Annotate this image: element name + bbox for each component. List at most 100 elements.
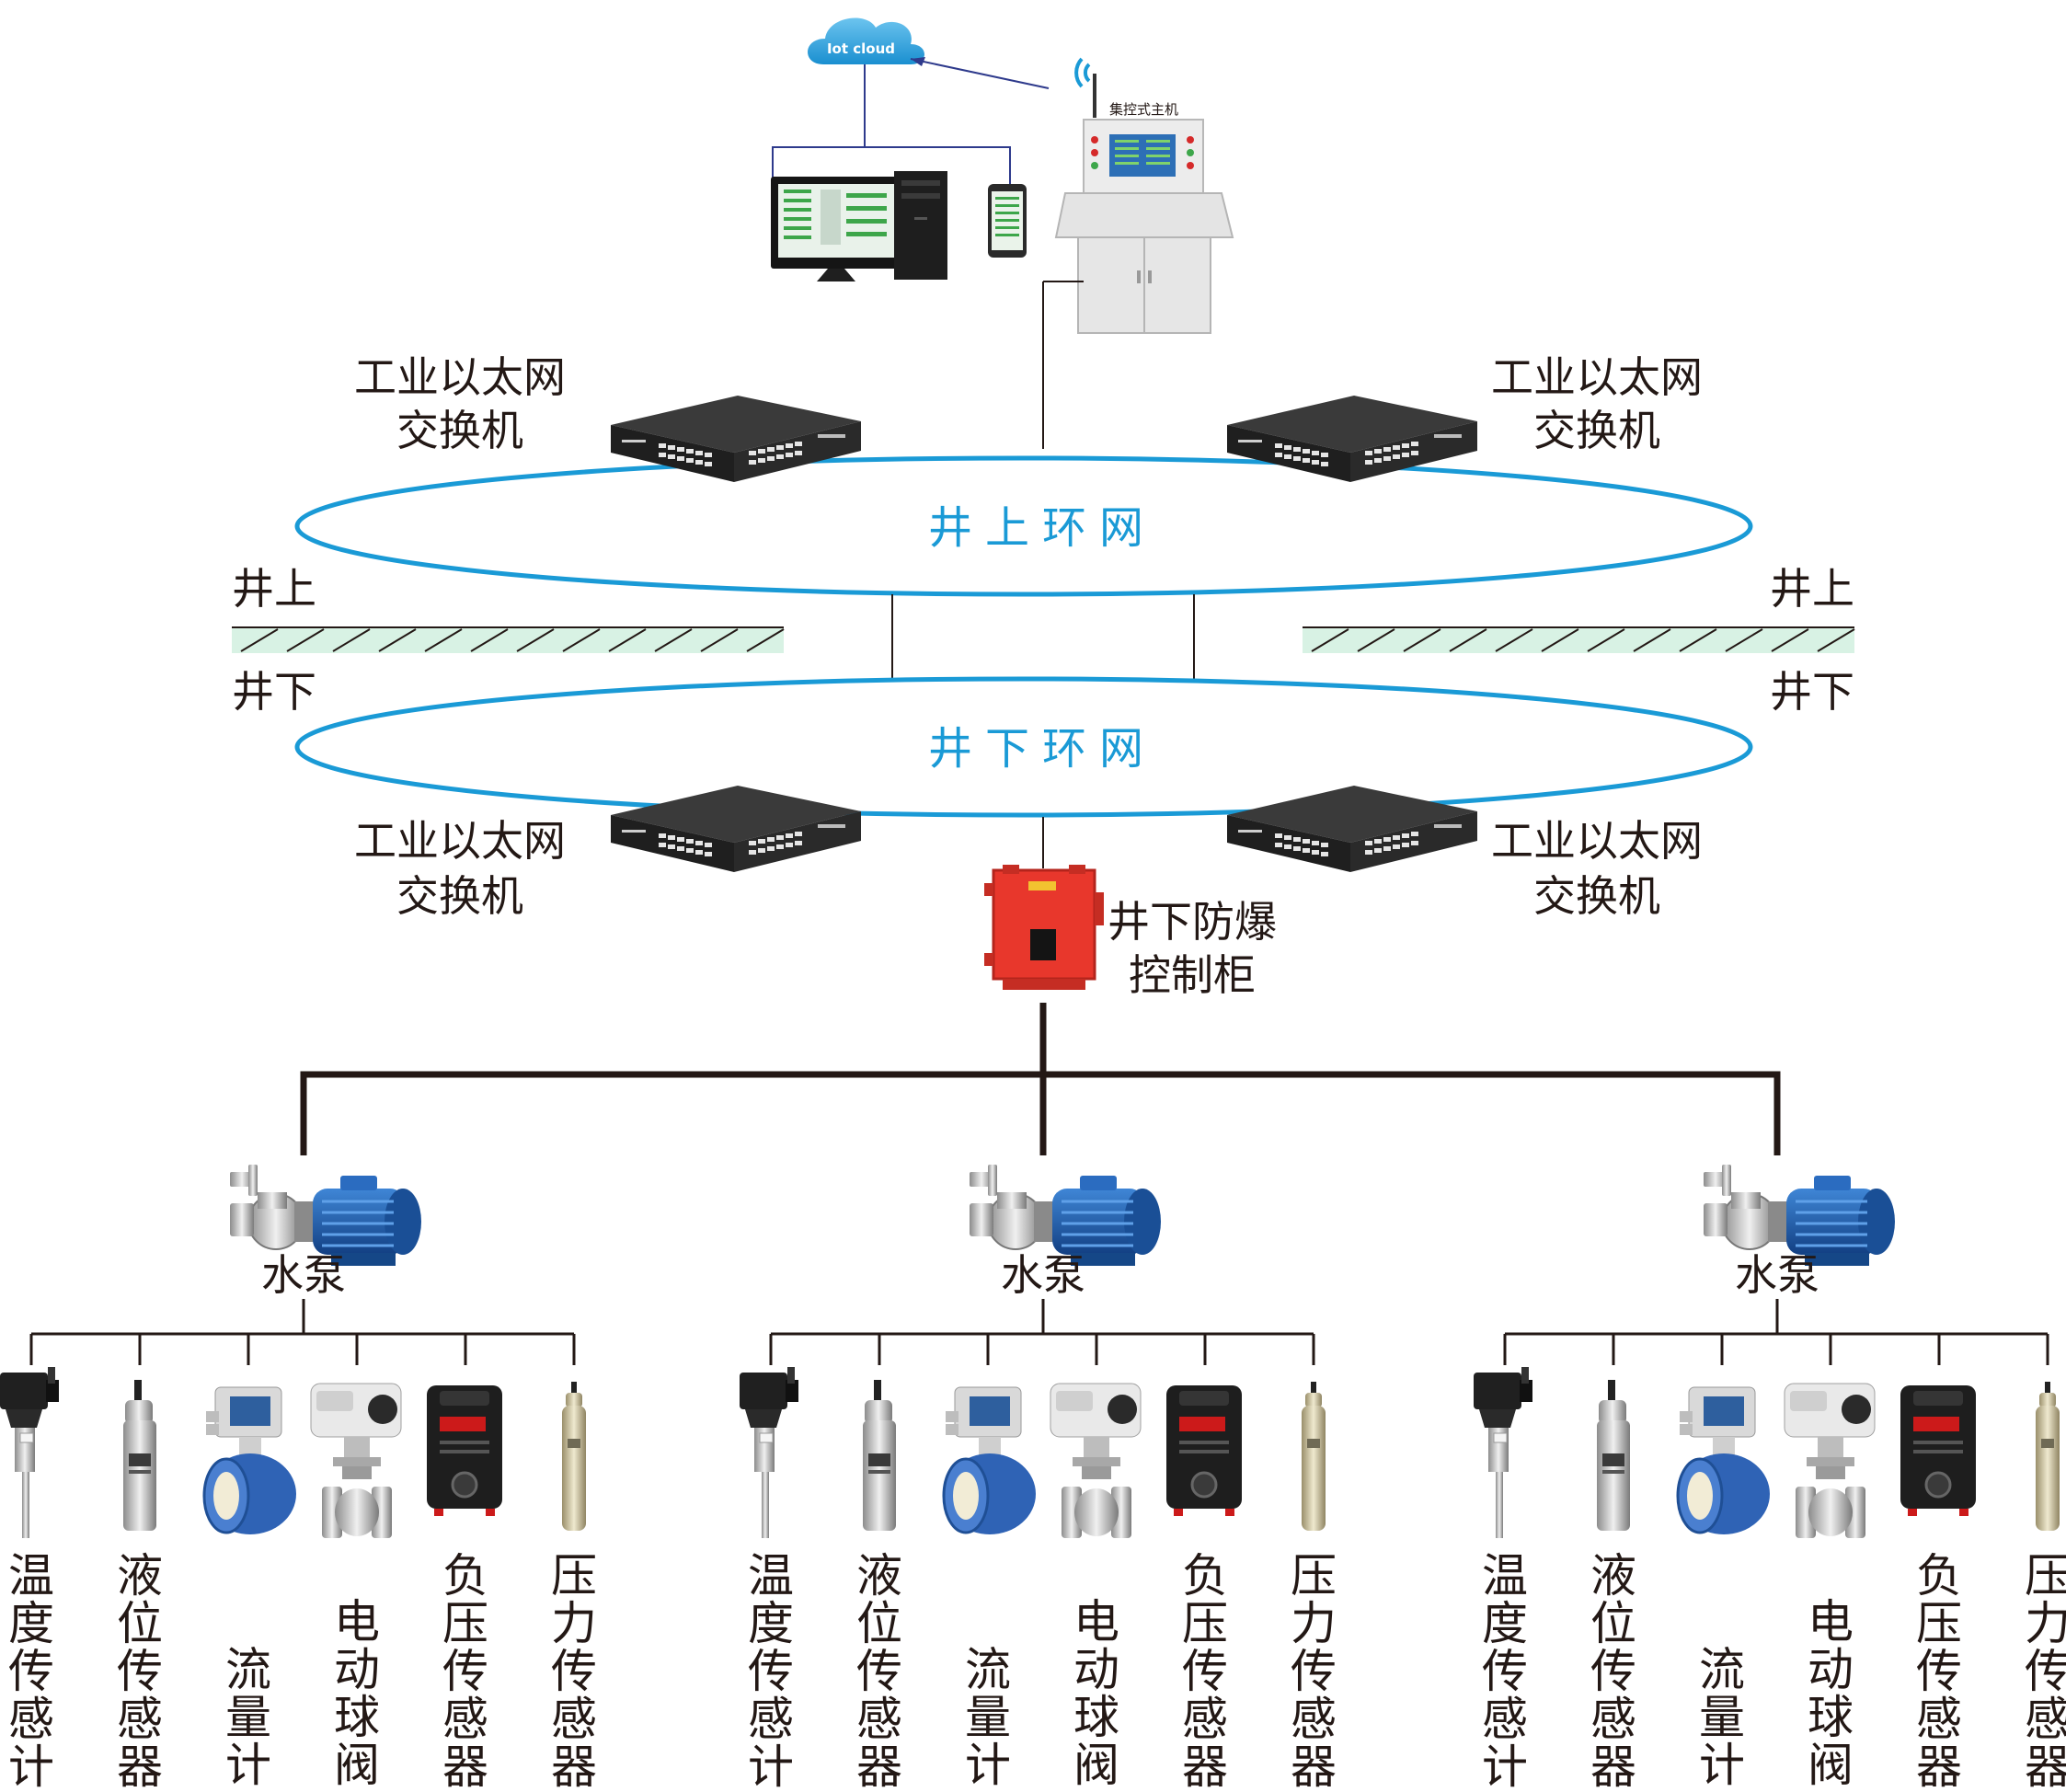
iot-cloud: Iot cloud [807, 17, 924, 64]
sensor-5: 负压传感器 [1899, 1384, 1978, 1792]
sensor-3: 流量计 [202, 1385, 298, 1792]
pump-bus [300, 1003, 1781, 1155]
negative-pressure-sensor-icon [1165, 1384, 1244, 1518]
temperature-sensor-icon [0, 1366, 60, 1539]
flowmeter-icon [1676, 1385, 1772, 1536]
level-sensor-icon [1597, 1380, 1630, 1531]
sensor-label: 流量计 [965, 1643, 1011, 1792]
upper-ring-network [294, 455, 1753, 597]
cloud-links [772, 57, 1050, 184]
sensor-label: 电动球阀 [1073, 1595, 1119, 1792]
sensor-label: 负压传感器 [1182, 1549, 1228, 1792]
switch-upper-right: 工业以太网 交换机 [1227, 352, 1703, 482]
sensor-6: 压力传感器 [2025, 1382, 2066, 1792]
flowmeter-icon [202, 1385, 298, 1536]
sensor-label: 压力传感器 [1291, 1549, 1337, 1792]
wifi-icon [1074, 57, 1096, 118]
switch-upper-right-line1: 工业以太网 [1491, 352, 1703, 402]
cloud-label: Iot cloud [827, 40, 895, 57]
surface-label-left: 井上 [232, 564, 316, 614]
cabinet-label-line2: 控制柜 [1129, 950, 1256, 1000]
sensor-6: 压力传感器 [1291, 1382, 1337, 1792]
temperature-sensor-icon [1473, 1366, 1533, 1539]
pressure-sensor-icon [2036, 1382, 2060, 1531]
pump-label: 水泵 [1735, 1250, 1819, 1300]
monitor-icon [771, 177, 901, 281]
pump-label: 水泵 [261, 1250, 346, 1300]
monitoring-workstation [771, 171, 1027, 281]
pressure-sensor-icon [562, 1382, 586, 1531]
sensor-3: 流量计 [1676, 1385, 1772, 1792]
switch-lower-right: 工业以太网 交换机 [1227, 786, 1703, 921]
lower-ring-label: 井下环网 [928, 723, 1156, 775]
switch-upper-left-line1: 工业以太网 [354, 352, 566, 402]
lower-ring-network [294, 676, 1753, 818]
flowmeter-icon [942, 1385, 1038, 1536]
temperature-sensor-icon [739, 1366, 799, 1539]
switch-upper-right-line2: 交换机 [1533, 406, 1660, 455]
cloud-icon [807, 17, 924, 64]
computer-tower-icon [894, 171, 947, 280]
sensor-label: 温度传感计 [1482, 1549, 1528, 1792]
cabinet-icon [984, 865, 1104, 990]
sensor-label: 压力传感器 [551, 1549, 597, 1792]
switch-lower-left: 工业以太网 交换机 [354, 786, 861, 921]
sensor-1: 温度传感计 [1473, 1366, 1533, 1792]
sensor-label: 压力传感器 [2025, 1549, 2066, 1792]
sensor-label: 负压传感器 [442, 1549, 488, 1792]
pump-label: 水泵 [1001, 1250, 1085, 1300]
control-console-icon [1054, 119, 1234, 334]
host-label: 集控式主机 [1109, 101, 1178, 118]
switch-upper-left: 工业以太网 交换机 [354, 352, 861, 482]
sensor-label: 流量计 [1699, 1643, 1745, 1792]
sensor-4: 电动球阀 [1784, 1383, 1876, 1792]
sensor-bus [769, 1299, 1315, 1365]
sensor-2: 液位传感器 [117, 1380, 163, 1792]
sensor-label: 液位传感器 [1590, 1549, 1636, 1792]
switch-lower-right-line1: 工业以太网 [1491, 816, 1703, 866]
sensor-5: 负压传感器 [1165, 1384, 1244, 1792]
sensor-2: 液位传感器 [856, 1380, 902, 1792]
sensor-label: 电动球阀 [334, 1595, 380, 1792]
electric-ball-valve-icon [1050, 1383, 1142, 1539]
electric-ball-valve-icon [310, 1383, 402, 1539]
upper-ring-label: 井上环网 [928, 502, 1156, 554]
switch-lower-left-line1: 工业以太网 [354, 816, 566, 866]
central-control-host: 集控式主机 [1054, 57, 1234, 334]
surface-label-right: 井上 [1770, 564, 1854, 614]
sensor-label: 液位传感器 [856, 1549, 902, 1792]
mobile-phone-icon [988, 184, 1027, 258]
sensor-label: 温度传感计 [748, 1549, 794, 1792]
electric-ball-valve-icon [1784, 1383, 1876, 1539]
sensor-label: 负压传感器 [1916, 1549, 1962, 1792]
sensor-label: 液位传感器 [117, 1549, 163, 1792]
switch-lower-left-line2: 交换机 [396, 871, 523, 921]
sensor-2: 液位传感器 [1590, 1380, 1636, 1792]
sensor-bus [29, 1299, 576, 1365]
underground-label-left: 井下 [232, 667, 316, 717]
switch-lower-right-line2: 交换机 [1533, 871, 1660, 921]
sensor-5: 负压传感器 [425, 1384, 504, 1792]
negative-pressure-sensor-icon [1899, 1384, 1978, 1518]
pressure-sensor-icon [1302, 1382, 1326, 1531]
explosion-proof-cabinet: 井下防爆 控制柜 [984, 865, 1277, 1000]
level-sensor-icon [863, 1380, 896, 1531]
sensor-3: 流量计 [942, 1385, 1038, 1792]
sensor-4: 电动球阀 [310, 1383, 402, 1792]
sensor-label: 电动球阀 [1808, 1595, 1854, 1792]
sensor-label: 温度传感计 [8, 1549, 54, 1792]
switch-upper-left-line2: 交换机 [396, 406, 523, 455]
cabinet-label-line1: 井下防爆 [1108, 897, 1277, 947]
sensor-4: 电动球阀 [1050, 1383, 1142, 1792]
negative-pressure-sensor-icon [425, 1384, 504, 1518]
sensor-6: 压力传感器 [551, 1382, 597, 1792]
level-sensor-icon [123, 1380, 156, 1531]
sensor-1: 温度传感计 [0, 1366, 60, 1792]
sensor-label: 流量计 [225, 1643, 271, 1792]
sensor-1: 温度传感计 [739, 1366, 799, 1792]
ground-divider-right [1303, 626, 1855, 653]
